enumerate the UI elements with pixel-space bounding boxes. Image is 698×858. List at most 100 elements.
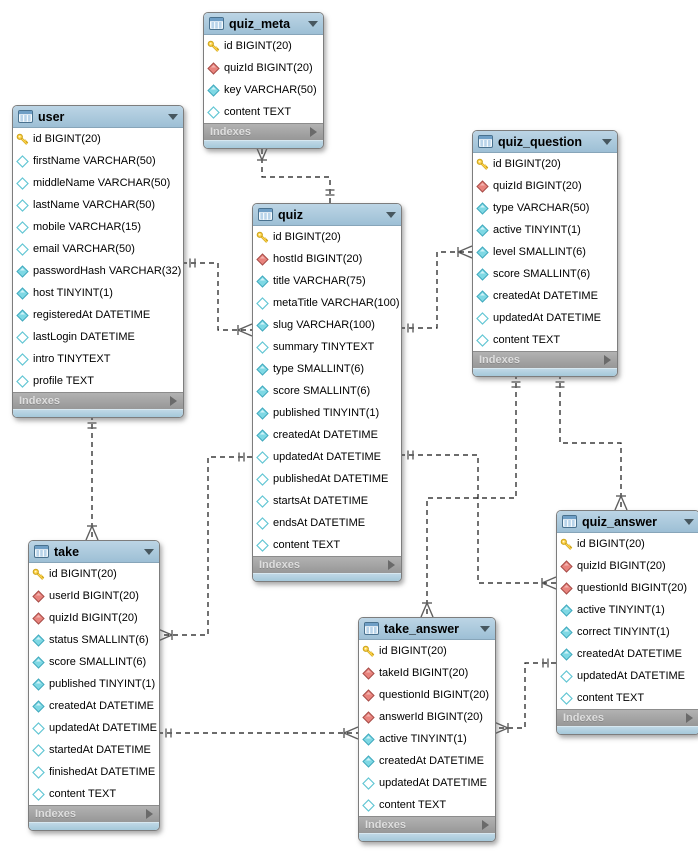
relationship-quiz-quiz_answer[interactable]	[400, 450, 557, 590]
column-row-take-userId[interactable]: userId BIGINT(20)	[29, 585, 159, 607]
collapse-triangle-icon[interactable]	[684, 518, 694, 526]
column-row-user-id[interactable]: id BIGINT(20)	[13, 128, 183, 150]
table-header-quiz_question[interactable]: quiz_question	[473, 131, 617, 153]
expand-arrow-icon[interactable]	[603, 355, 611, 365]
table-header-take[interactable]: take	[29, 541, 159, 563]
relationship-quiz_question-take_answer[interactable]	[420, 374, 521, 618]
indexes-section-quiz[interactable]: Indexes	[253, 556, 401, 573]
expand-arrow-icon[interactable]	[387, 560, 395, 570]
expand-arrow-icon[interactable]	[145, 809, 153, 819]
indexes-section-quiz_question[interactable]: Indexes	[473, 351, 617, 368]
indexes-section-user[interactable]: Indexes	[13, 392, 183, 409]
expand-arrow-icon[interactable]	[309, 127, 317, 137]
column-row-quiz_question-score[interactable]: score SMALLINT(6)	[473, 263, 617, 285]
column-row-user-registeredAt[interactable]: registeredAt DATETIME	[13, 304, 183, 326]
column-row-quiz-content[interactable]: content TEXT	[253, 534, 401, 556]
column-row-quiz_question-createdAt[interactable]: createdAt DATETIME	[473, 285, 617, 307]
expand-arrow-icon[interactable]	[481, 820, 489, 830]
collapse-triangle-icon[interactable]	[480, 625, 490, 633]
indexes-section-quiz_meta[interactable]: Indexes	[204, 123, 323, 140]
column-row-take_answer-updatedAt[interactable]: updatedAt DATETIME	[359, 772, 495, 794]
column-row-quiz_question-content[interactable]: content TEXT	[473, 329, 617, 351]
column-row-quiz-title[interactable]: title VARCHAR(75)	[253, 270, 401, 292]
column-row-quiz_question-active[interactable]: active TINYINT(1)	[473, 219, 617, 241]
column-row-quiz_answer-createdAt[interactable]: createdAt DATETIME	[557, 643, 698, 665]
expand-arrow-icon[interactable]	[169, 396, 177, 406]
column-row-quiz-createdAt[interactable]: createdAt DATETIME	[253, 424, 401, 446]
table-header-quiz_answer[interactable]: quiz_answer	[557, 511, 698, 533]
collapse-triangle-icon[interactable]	[386, 211, 396, 219]
relationship-quiz_answer-take_answer[interactable]	[493, 658, 556, 735]
column-row-quiz_answer-questionId[interactable]: questionId BIGINT(20)	[557, 577, 698, 599]
column-row-take-score[interactable]: score SMALLINT(6)	[29, 651, 159, 673]
collapse-triangle-icon[interactable]	[144, 548, 154, 556]
column-row-quiz-publishedAt[interactable]: publishedAt DATETIME	[253, 468, 401, 490]
column-row-user-lastName[interactable]: lastName VARCHAR(50)	[13, 194, 183, 216]
column-row-quiz_answer-updatedAt[interactable]: updatedAt DATETIME	[557, 665, 698, 687]
table-header-user[interactable]: user	[13, 106, 183, 128]
column-row-user-middleName[interactable]: middleName VARCHAR(50)	[13, 172, 183, 194]
column-row-take-published[interactable]: published TINYINT(1)	[29, 673, 159, 695]
column-row-quiz_answer-correct[interactable]: correct TINYINT(1)	[557, 621, 698, 643]
relationship-user-quiz[interactable]	[182, 258, 253, 337]
column-row-quiz_question-type[interactable]: type VARCHAR(50)	[473, 197, 617, 219]
column-row-user-host[interactable]: host TINYINT(1)	[13, 282, 183, 304]
table-header-take_answer[interactable]: take_answer	[359, 618, 495, 640]
column-row-take-finishedAt[interactable]: finishedAt DATETIME	[29, 761, 159, 783]
column-row-quiz-score[interactable]: score SMALLINT(6)	[253, 380, 401, 402]
relationship-user-take[interactable]	[85, 415, 99, 541]
column-row-user-profile[interactable]: profile TEXT	[13, 370, 183, 392]
table-header-quiz_meta[interactable]: quiz_meta	[204, 13, 323, 35]
column-row-quiz_meta-id[interactable]: id BIGINT(20)	[204, 35, 323, 57]
column-row-take-quizId[interactable]: quizId BIGINT(20)	[29, 607, 159, 629]
column-row-quiz-endsAt[interactable]: endsAt DATETIME	[253, 512, 401, 534]
column-row-quiz-metaTitle[interactable]: metaTitle VARCHAR(100)	[253, 292, 401, 314]
column-row-quiz-published[interactable]: published TINYINT(1)	[253, 402, 401, 424]
column-row-take-id[interactable]: id BIGINT(20)	[29, 563, 159, 585]
column-row-quiz_question-id[interactable]: id BIGINT(20)	[473, 153, 617, 175]
column-row-quiz-summary[interactable]: summary TINYTEXT	[253, 336, 401, 358]
column-row-quiz_answer-active[interactable]: active TINYINT(1)	[557, 599, 698, 621]
column-row-quiz-id[interactable]: id BIGINT(20)	[253, 226, 401, 248]
column-row-take-content[interactable]: content TEXT	[29, 783, 159, 805]
column-row-quiz_question-updatedAt[interactable]: updatedAt DATETIME	[473, 307, 617, 329]
indexes-section-quiz_answer[interactable]: Indexes	[557, 709, 698, 726]
column-row-take_answer-createdAt[interactable]: createdAt DATETIME	[359, 750, 495, 772]
column-row-user-email[interactable]: email VARCHAR(50)	[13, 238, 183, 260]
column-row-take_answer-takeId[interactable]: takeId BIGINT(20)	[359, 662, 495, 684]
column-row-take_answer-questionId[interactable]: questionId BIGINT(20)	[359, 684, 495, 706]
column-row-quiz-hostId[interactable]: hostId BIGINT(20)	[253, 248, 401, 270]
column-row-quiz_meta-quizId[interactable]: quizId BIGINT(20)	[204, 57, 323, 79]
column-row-quiz-type[interactable]: type SMALLINT(6)	[253, 358, 401, 380]
column-row-take_answer-answerId[interactable]: answerId BIGINT(20)	[359, 706, 495, 728]
column-row-take_answer-id[interactable]: id BIGINT(20)	[359, 640, 495, 662]
column-row-quiz_answer-quizId[interactable]: quizId BIGINT(20)	[557, 555, 698, 577]
column-row-quiz-startsAt[interactable]: startsAt DATETIME	[253, 490, 401, 512]
collapse-triangle-icon[interactable]	[602, 138, 612, 146]
relationship-quiz-quiz_meta[interactable]	[255, 145, 335, 203]
collapse-triangle-icon[interactable]	[168, 113, 178, 121]
relationship-take-take_answer[interactable]	[158, 726, 359, 740]
column-row-quiz_question-level[interactable]: level SMALLINT(6)	[473, 241, 617, 263]
relationship-quiz-take[interactable]	[157, 452, 252, 642]
column-row-user-mobile[interactable]: mobile VARCHAR(15)	[13, 216, 183, 238]
collapse-triangle-icon[interactable]	[308, 20, 318, 28]
column-row-take_answer-content[interactable]: content TEXT	[359, 794, 495, 816]
column-row-quiz_answer-content[interactable]: content TEXT	[557, 687, 698, 709]
column-row-quiz_answer-id[interactable]: id BIGINT(20)	[557, 533, 698, 555]
column-row-take_answer-active[interactable]: active TINYINT(1)	[359, 728, 495, 750]
column-row-user-intro[interactable]: intro TINYTEXT	[13, 348, 183, 370]
column-row-quiz_meta-content[interactable]: content TEXT	[204, 101, 323, 123]
indexes-section-take_answer[interactable]: Indexes	[359, 816, 495, 833]
table-header-quiz[interactable]: quiz	[253, 204, 401, 226]
column-row-user-firstName[interactable]: firstName VARCHAR(50)	[13, 150, 183, 172]
column-row-quiz_meta-key[interactable]: key VARCHAR(50)	[204, 79, 323, 101]
relationship-quiz_question-quiz_answer[interactable]	[555, 374, 628, 511]
indexes-section-take[interactable]: Indexes	[29, 805, 159, 822]
column-row-take-startedAt[interactable]: startedAt DATETIME	[29, 739, 159, 761]
